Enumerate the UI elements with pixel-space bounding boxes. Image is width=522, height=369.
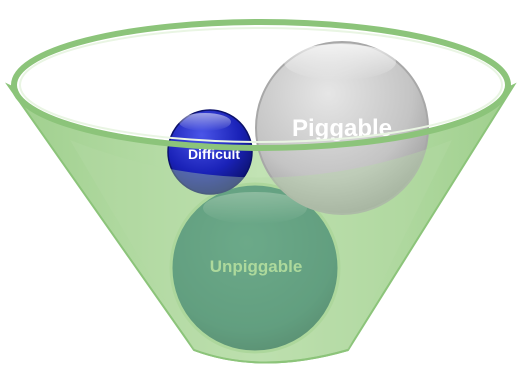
difficult-ball: Difficult — [167, 109, 253, 195]
funnel-spout — [193, 349, 349, 364]
unpiggable-ball: Unpiggable — [169, 182, 341, 354]
piggable-label: Piggable — [292, 115, 392, 142]
funnel-front-overlay — [70, 140, 452, 363]
funnel-rim-inner-line — [19, 27, 503, 143]
funnel-rim — [11, 19, 511, 151]
unpiggable-label: Unpiggable — [210, 257, 303, 276]
piggable-ball: Piggable — [255, 41, 429, 215]
